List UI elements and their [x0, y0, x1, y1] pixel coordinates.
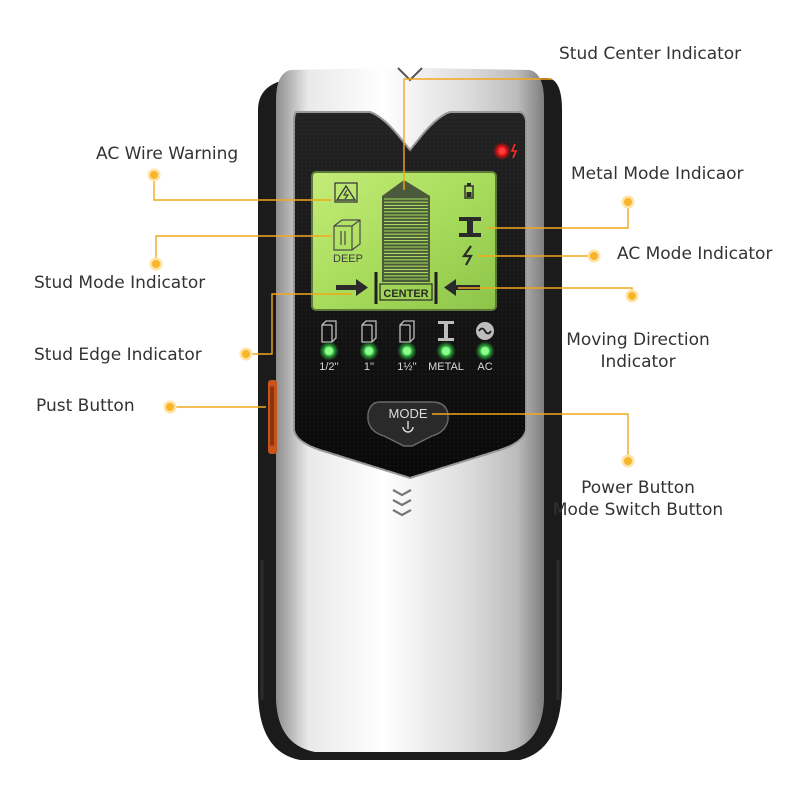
lcd-battery-icon: [464, 183, 474, 199]
callout-moving-direction: Moving Direction Indicator: [548, 329, 728, 373]
lcd-ac-warning-icon: [334, 182, 358, 203]
led-indicator-4: METAL: [428, 321, 464, 373]
top-notch: [397, 67, 423, 82]
callout-leader-line: [153, 175, 332, 201]
callout-leader-line: [488, 202, 629, 229]
led-indicator-1: 1/2'': [319, 320, 339, 373]
led-indicator-2: 1'': [359, 320, 379, 373]
lcd-deep-label: DEEP: [333, 253, 363, 265]
led-indicator-5: AC: [475, 322, 495, 373]
callout-push-button: Pust Button: [36, 396, 135, 416]
callout-leader-line: [155, 235, 332, 264]
led-label: AC: [477, 361, 492, 373]
lcd-center-bar-stack: [382, 180, 430, 282]
power-icon: [402, 421, 414, 433]
mode-button-label: MODE: [389, 406, 428, 421]
led-label: METAL: [428, 361, 464, 373]
callout-power-button-line1: Power Button: [581, 478, 695, 498]
callout-leader-line: [403, 78, 552, 190]
callout-stud-center: Stud Center Indicator: [559, 44, 742, 64]
speaker-grille: [392, 489, 412, 517]
led-label: 1'': [364, 361, 374, 373]
stud-block-icon: [321, 320, 337, 343]
led-label: 1/2'': [319, 361, 339, 373]
mode-power-button[interactable]: MODE: [367, 401, 449, 447]
lcd-right-arrow-icon: [336, 279, 368, 296]
ac-wave-icon: [476, 322, 494, 340]
callout-moving-direction-line2: Indicator: [600, 352, 676, 372]
lcd-lightning-icon: [461, 245, 473, 266]
lcd-stud-mode-icon: [333, 219, 361, 251]
callout-mode-switch-line2: Mode Switch Button: [552, 500, 724, 520]
side-grip-ribs: [260, 560, 560, 700]
callout-leader-line: [246, 293, 352, 355]
callout-stud-edge: Stud Edge Indicator: [34, 345, 202, 365]
stud-block-icon: [361, 320, 377, 343]
callout-moving-direction-line1: Moving Direction: [566, 330, 710, 350]
callout-power-button: Power Button Mode Switch Button: [543, 477, 733, 521]
callout-metal-mode: Metal Mode Indicaor: [571, 164, 744, 184]
lcd-center-label: CENTER: [383, 288, 428, 300]
led-indicator-3: 1½'': [397, 320, 417, 373]
lcd-i-beam-icon: [459, 217, 481, 237]
callout-leader-line: [432, 413, 629, 461]
callout-ac-mode: AC Mode Indicator: [617, 244, 773, 264]
callout-stud-mode: Stud Mode Indicator: [34, 273, 206, 293]
stud-block-icon: [399, 320, 415, 343]
i-beam-icon: [438, 321, 454, 341]
led-label: 1½'': [397, 361, 417, 373]
status-lightning-icon: [510, 143, 518, 159]
callout-ac-wire-warning: AC Wire Warning: [96, 144, 239, 164]
